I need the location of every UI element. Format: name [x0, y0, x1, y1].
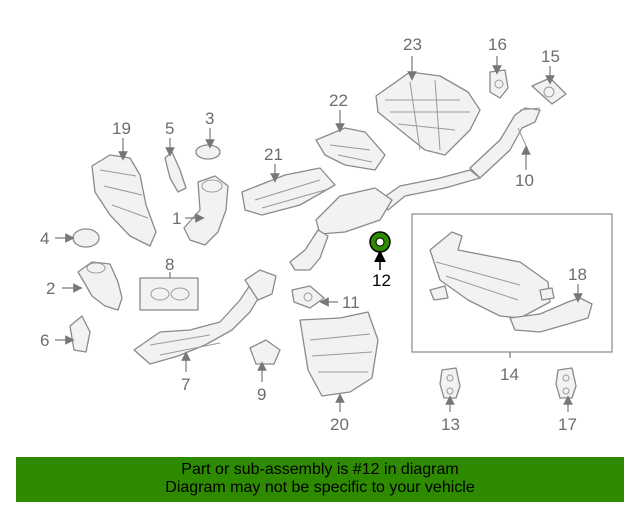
part-11-gasket[interactable]	[291, 285, 325, 309]
part-12-hanger-highlighted[interactable]	[369, 231, 391, 253]
label-11[interactable]: 11	[342, 293, 360, 312]
label-7[interactable]: 7	[181, 375, 190, 394]
info-banner: Part or sub-assembly is #12 in diagram D…	[16, 457, 624, 502]
part-20-heat-shield[interactable]	[299, 311, 379, 397]
banner-line-disclaimer: Diagram may not be specific to your vehi…	[165, 479, 475, 496]
part-14-rear-muffler-assembly[interactable]	[411, 213, 613, 353]
part-9-gasket[interactable]	[249, 339, 281, 365]
part-4-gasket[interactable]	[72, 228, 100, 248]
part-16-hanger[interactable]	[489, 69, 509, 99]
label-9[interactable]: 9	[257, 385, 266, 404]
part-19-heat-shield[interactable]	[91, 154, 157, 247]
banner-line-highlighted-part: Part or sub-assembly is #12 in diagram	[181, 461, 459, 478]
part-6-bracket[interactable]	[69, 315, 91, 353]
label-13[interactable]: 13	[441, 415, 460, 434]
label-16[interactable]: 16	[488, 35, 507, 54]
label-6[interactable]: 6	[40, 331, 49, 350]
label-8[interactable]: 8	[165, 255, 174, 274]
part-17-hanger[interactable]	[555, 367, 577, 399]
label-10[interactable]: 10	[515, 171, 534, 190]
part-1-catalytic-converter[interactable]	[183, 175, 229, 246]
part-3-gasket[interactable]	[195, 144, 221, 160]
label-3[interactable]: 3	[205, 109, 214, 128]
part-number-labels: 23 16 15 22 19 5 3 21 10 1 4 8 12 18 2 1…	[40, 35, 587, 434]
part-13-hanger[interactable]	[439, 367, 461, 399]
label-15[interactable]: 15	[541, 47, 560, 66]
label-5[interactable]: 5	[165, 119, 174, 138]
label-18[interactable]: 18	[568, 265, 587, 284]
label-14[interactable]: 14	[500, 365, 519, 384]
part-23-heat-shield[interactable]	[375, 71, 481, 156]
label-21[interactable]: 21	[264, 145, 283, 164]
label-1[interactable]: 1	[172, 209, 181, 228]
leader-lines	[55, 56, 583, 412]
center-pipe-and-muffler	[289, 169, 481, 271]
label-23[interactable]: 23	[403, 35, 422, 54]
exhaust-system-diagram: 23 16 15 22 19 5 3 21 10 1 4 8 12 18 2 1…	[40, 35, 613, 434]
part-22-heat-shield[interactable]	[315, 127, 386, 171]
part-8-gasket-set[interactable]	[139, 277, 199, 311]
part-7-front-pipe[interactable]	[133, 269, 277, 365]
part-2-catalytic-converter[interactable]	[77, 261, 123, 311]
label-22[interactable]: 22	[329, 91, 348, 110]
label-20[interactable]: 20	[330, 415, 349, 434]
part-21-heat-shield[interactable]	[241, 167, 336, 216]
label-17[interactable]: 17	[558, 415, 577, 434]
label-2[interactable]: 2	[46, 279, 55, 298]
part-5-bracket[interactable]	[164, 151, 187, 193]
label-12-highlighted[interactable]: 12	[372, 271, 391, 290]
label-19[interactable]: 19	[112, 119, 131, 138]
label-4[interactable]: 4	[40, 229, 49, 248]
part-10-pipe[interactable]	[469, 107, 541, 179]
part-15-gasket[interactable]	[531, 77, 567, 105]
